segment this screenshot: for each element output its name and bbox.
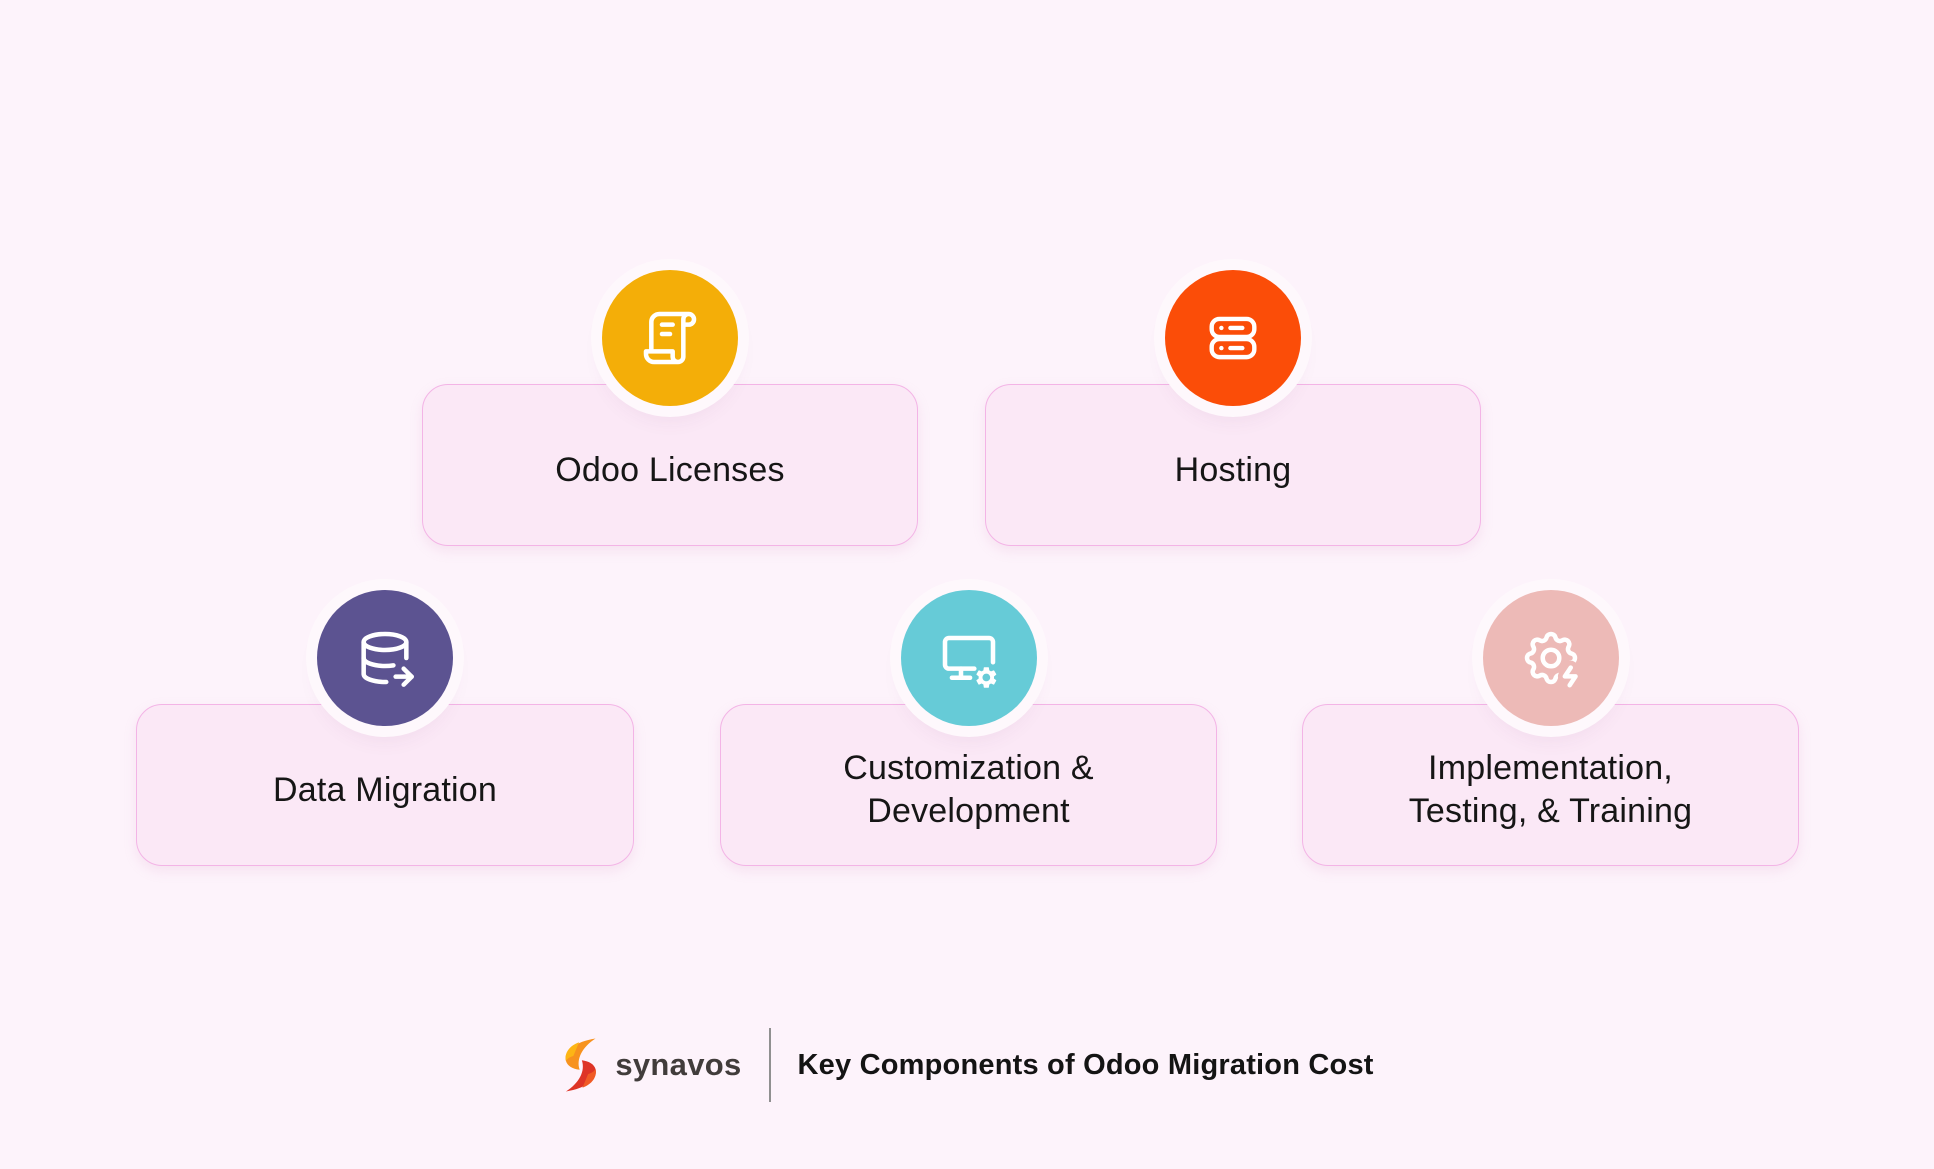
- card-label-implementation: Implementation, Testing, & Training: [1408, 749, 1693, 830]
- card-odoo-licenses: Odoo Licenses: [422, 270, 918, 546]
- card-data-migration: Data Migration: [136, 590, 634, 866]
- database-export-icon: [361, 631, 414, 687]
- data-migration-icon-circle: [317, 590, 453, 726]
- card-implementation-testing-training: Implementation, Testing, & Training: [1302, 590, 1799, 866]
- hosting-icon-circle: [1165, 270, 1301, 406]
- card-label-odoo-licenses: Odoo Licenses: [555, 450, 785, 489]
- card-label-customization: Customization & Development: [843, 749, 1094, 830]
- customization-icon-circle: [900, 590, 1037, 726]
- synavos-logo-icon: [565, 1038, 597, 1092]
- bolt-glyph: [1562, 665, 1578, 688]
- card-customization-development: Customization & Development: [720, 590, 1217, 866]
- card-label-hosting: Hosting: [1174, 450, 1292, 489]
- card-label-data-migration: Data Migration: [273, 770, 497, 809]
- brand: synavos: [560, 1038, 741, 1092]
- footer-divider: [768, 1028, 771, 1102]
- gear-bolt-icon: [1524, 631, 1582, 693]
- footer: synavos Key Components of Odoo Migration…: [0, 1022, 1934, 1108]
- monitor-gear-icon: [942, 635, 996, 688]
- gear-glyph: [975, 667, 996, 688]
- scroll-license-icon: [643, 311, 697, 365]
- brand-name: synavos: [615, 1047, 742, 1082]
- odoo-licenses-icon-circle: [602, 270, 738, 406]
- implementation-icon-circle: [1482, 590, 1619, 726]
- footer-title: Key Components of Odoo Migration Cost: [797, 1048, 1374, 1081]
- card-hosting: Hosting: [985, 270, 1481, 546]
- server-icon: [1209, 316, 1257, 360]
